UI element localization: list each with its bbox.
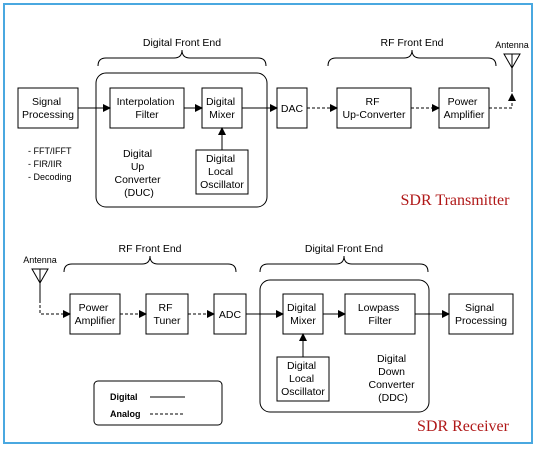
rx-local-oscillator-box [276,356,330,402]
tx-antenna-icon [503,53,521,92]
rx-signal-processing-label: Signal Processing [455,302,507,327]
rx-lowpass-filter-box [344,293,416,335]
rx-local-oscillator-label: Digital Local Oscillator [281,360,325,398]
tx-signal-processing-box [17,87,79,129]
tx-digital-front-end-brace [97,49,267,67]
legend-box [93,380,223,426]
tx-link-pa-antenna [489,93,516,109]
tx-digital-front-end-label: Digital Front End [143,37,221,49]
rx-antenna-icon [31,268,49,300]
rx-lowpass-filter-label: Lowpass Filter [358,302,402,327]
rx-digital-front-end-brace [259,255,429,273]
tx-rf-upconverter-label: RF Up-Converter [342,96,406,121]
tx-power-amplifier-label: Power Amplifier [444,96,485,121]
tx-rf-front-end-label: RF Front End [380,37,443,49]
tx-title: SDR Transmitter [401,192,511,209]
rx-title: SDR Receiver [417,418,510,435]
rx-link-antenna-pa [39,300,71,318]
rx-ddc-label: Digital Down Converter (DDC) [368,353,417,404]
rx-power-amplifier-label: Power Amplifier [75,302,116,327]
tx-power-amplifier-box [438,87,490,129]
rx-rf-tuner-label: RF Tuner [153,302,181,327]
rx-rf-tuner-box [145,293,189,335]
rx-rf-front-end-brace [63,255,237,273]
tx-digital-mixer-label: Digital Mixer [206,96,238,121]
tx-sp-notes: - FFT/IFFT - FIR/IIR - Decoding [28,146,74,182]
rx-rf-front-end-label: RF Front End [118,243,181,255]
rx-power-amplifier-box [69,293,121,335]
tx-rf-front-end-brace [327,49,497,67]
rx-antenna-label: Antenna [23,255,57,265]
rx-digital-mixer-label: Digital Mixer [287,302,319,327]
rx-digital-front-end-label: Digital Front End [305,243,383,255]
rx-adc-label: ADC [219,309,242,321]
tx-rf-upconverter-box [336,87,412,129]
rx-signal-processing-box [448,293,514,335]
tx-dac-box [276,87,308,129]
tx-antenna-label: Antenna [495,40,529,50]
tx-interpolation-filter-box [109,87,185,129]
rx-adc-box [213,293,247,335]
rx-digital-mixer-box [282,293,324,335]
tx-digital-mixer-box [201,87,243,129]
tx-interpolation-filter-label: Interpolation Filter [117,96,178,121]
legend-digital-label: Digital [110,392,138,402]
tx-local-oscillator-label: Digital Local Oscillator [200,153,244,191]
legend-analog-label: Analog [110,409,141,419]
tx-signal-processing-label: Signal Processing [22,96,74,121]
tx-duc-label: Digital Up Converter (DUC) [114,148,163,199]
tx-local-oscillator-box [195,149,249,195]
tx-dac-label: DAC [281,103,304,115]
